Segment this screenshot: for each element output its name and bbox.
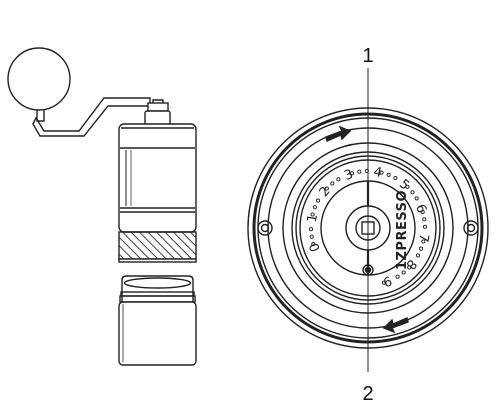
grinder-bottom-view [247,68,489,372]
dial-tick-dot [393,175,398,181]
catch-cup-rim [121,275,194,307]
dial-tick-dot [386,172,391,177]
dial-tick-dot [415,253,421,258]
dial-tick-dot [311,241,316,247]
catch-cup [118,301,197,366]
dial-tick-dot [336,177,341,182]
dial-tick-dot [324,186,329,191]
dial-tick-dot [421,239,426,244]
dial-number: 1 [305,213,321,224]
dial-tick-dot [310,212,315,217]
dial-number: 4 [372,165,383,181]
dial-tick-dot [349,171,355,176]
hand-grinder-side-view [7,47,197,366]
callout-label-2: 2 [362,383,373,405]
crank-knob [7,47,71,111]
dial-tick-dot [308,227,314,232]
dial-number: 6 [412,202,429,215]
dial-tick-dot [410,190,415,195]
dial-tick-dot [401,270,406,275]
dial-tick-dot [395,274,400,279]
dial-tick-dot [357,169,362,174]
dial-number: 2 [317,184,334,200]
rotation-arrow-top [325,125,352,142]
dial-tick-dot [407,265,412,270]
dial-number: 9 [381,272,394,289]
dial-tick-dot [330,181,335,186]
dial-number: 3 [342,167,355,184]
rotation-arrow-bottom [382,317,409,334]
dial-tick-dot [422,224,428,229]
dial-tick-dot [414,196,419,201]
dial-tick-dot [315,198,321,203]
dial-number: 0 [307,241,324,254]
brand-label: 1ZPRESSO [395,190,410,270]
dial-tick-dot [422,217,427,222]
knurled-ring [118,231,197,260]
right-screw [463,220,479,236]
dial-tick-dot [312,205,317,210]
dial-tick-dot [364,168,369,174]
grinder-body [118,123,197,233]
dial-tick-dot [309,234,314,239]
dial-tick-dot [405,184,410,189]
dial-number: 7 [415,232,431,243]
dial-tick-dot [419,246,424,251]
callout-label-1: 1 [362,45,373,67]
left-screw [257,220,273,236]
dial-tick-dot [420,209,425,215]
knob-stem [36,110,45,122]
top-nut [147,102,169,112]
dial-tick-dot [381,280,387,285]
dial-tick-dot [379,170,384,175]
